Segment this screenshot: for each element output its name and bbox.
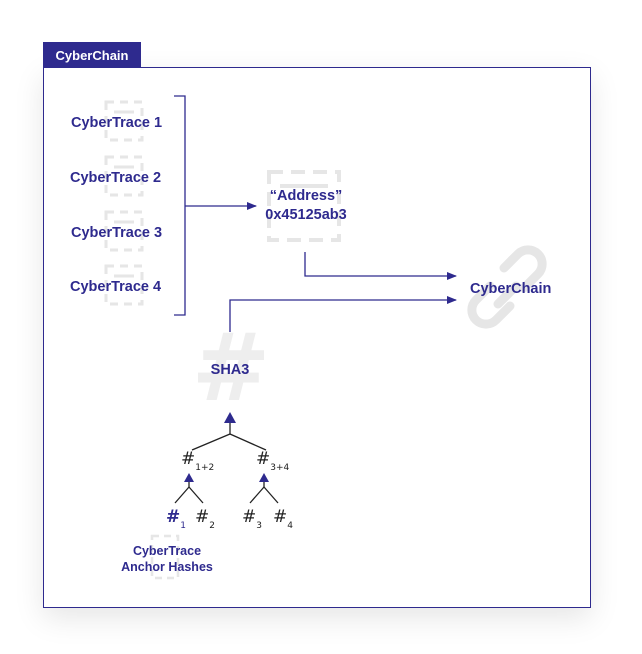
trace-label-4: CyberTrace 4: [70, 279, 162, 295]
chain-link-icon: [467, 245, 547, 329]
anchor-line-1: CyberTrace: [132, 544, 202, 558]
trace-label-2: CyberTrace 2: [70, 170, 162, 186]
anchor-hashes-label: CyberTrace Anchor Hashes: [121, 543, 213, 575]
trace-label-3: CyberTrace 3: [71, 225, 163, 241]
hash-leaf-1: #1: [166, 507, 186, 531]
merkle-tree-arrowheads: [184, 412, 269, 482]
document-icon: [104, 155, 144, 197]
hash-watermark-icon: #: [192, 314, 271, 423]
traces-bracket: [174, 95, 257, 316]
hash-3-4: #3+4: [256, 449, 290, 473]
sha-label: SHA3: [210, 362, 250, 378]
hash-leaf-2: #2: [195, 507, 215, 531]
hash-leaf-3: #3: [242, 507, 262, 531]
cyberchain-tab: CyberChain: [43, 42, 141, 68]
anchor-document-icon: [150, 534, 180, 580]
anchor-line-2: Anchor Hashes: [121, 560, 213, 574]
trace-label-1: CyberTrace 1: [71, 115, 163, 131]
hash-leaf-4: #4: [273, 507, 293, 531]
document-icon: [104, 210, 144, 252]
address-to-chain-arrow: [304, 252, 457, 280]
document-icon: [104, 100, 144, 142]
sha-to-chain-arrow: [229, 296, 457, 332]
address-document-icon: [267, 170, 341, 242]
chain-label: CyberChain: [470, 281, 552, 297]
address-value: 0x45125ab3: [265, 207, 347, 223]
address-title: “Address”: [269, 188, 343, 204]
trace-doc-icons: [104, 100, 144, 306]
document-icon: [104, 264, 144, 306]
hash-1-2: #1+2: [181, 449, 215, 473]
